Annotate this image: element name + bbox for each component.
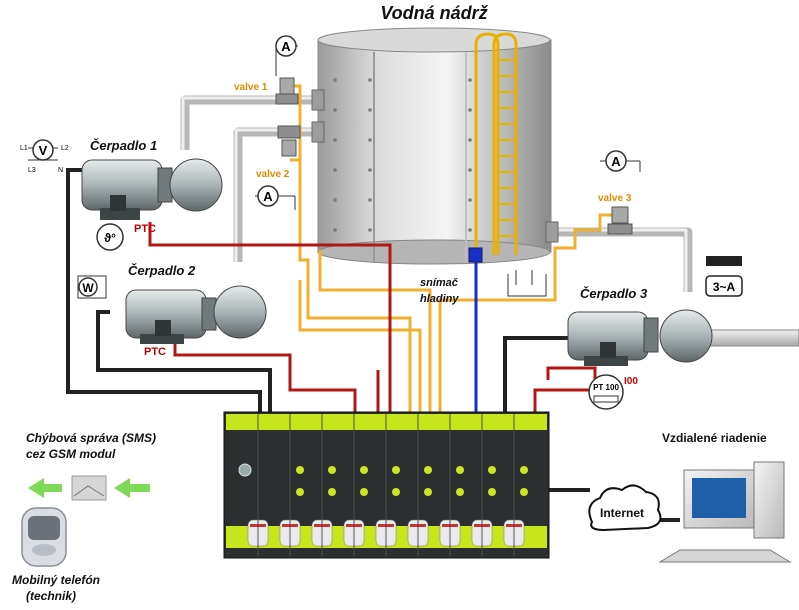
ammeter-symbol: A: [281, 39, 291, 54]
tank-rivets: [333, 78, 472, 232]
sms-arrows: [28, 475, 150, 501]
ammeter-top: A: [275, 35, 298, 76]
outlet-pipe: [709, 329, 799, 347]
pt100-label: PT 100: [593, 383, 619, 392]
pump-3-label: Čerpadlo 3: [580, 286, 648, 301]
ptc-label-2: PTC: [144, 346, 166, 358]
motor-3phase-symbol: 3~A: [705, 256, 743, 297]
control-module-rack: [223, 411, 550, 559]
phone-label-2: (technik): [26, 589, 76, 603]
ptc-label-1: PTC: [134, 223, 156, 235]
wattmeter-symbol: W: [82, 281, 94, 295]
svg-text:N: N: [58, 167, 63, 174]
ammeter-valve2: A: [255, 185, 296, 210]
valve-2-label: valve 2: [256, 169, 290, 180]
voltmeter: V L1 L2 L3 N: [20, 139, 69, 174]
svg-text:L1: L1: [20, 145, 28, 152]
thermal-symbol: ϑ°: [104, 231, 116, 245]
ammeter-symbol-2: A: [263, 189, 273, 204]
ammeter-valve3: A: [600, 150, 641, 172]
pump-2-label: Čerpadlo 2: [128, 263, 196, 278]
tank-flanges: [311, 89, 559, 243]
voltmeter-symbol: V: [39, 143, 48, 158]
motor-3phase-label: 3~A: [713, 280, 736, 294]
mobile-phone: [21, 507, 67, 567]
valve-1-label: valve 1: [234, 82, 268, 93]
remote-pc: [658, 461, 792, 563]
svg-text:L3: L3: [28, 167, 36, 174]
pump-1-label: Čerpadlo 1: [90, 138, 157, 153]
sms-label-2: cez GSM modul: [26, 447, 116, 461]
level-sensor-label-2: hladiny: [420, 293, 459, 305]
thermal-sensor-1: ϑ°: [96, 223, 124, 251]
tank-title: Vodná nádrž: [380, 3, 488, 23]
valve-1: [275, 77, 299, 105]
sms-label-1: Chýbová správa (SMS): [26, 431, 156, 445]
black-power-cables: [66, 168, 680, 522]
wattmeter: W: [77, 275, 107, 299]
level-sensor-label-1: snímač: [420, 277, 459, 289]
ammeter-symbol-3: A: [611, 154, 621, 169]
pump-2: [125, 285, 267, 344]
orange-signal-lines: [290, 84, 620, 418]
tank-ladder: [474, 32, 518, 255]
valve-2: [277, 125, 301, 157]
valve-3-label: valve 3: [598, 193, 632, 204]
internet-label: Internet: [600, 506, 644, 520]
svg-text:L2: L2: [61, 145, 69, 152]
level-sensor: [468, 247, 547, 297]
svg-text:I00: I00: [624, 376, 638, 387]
internet-cloud: [588, 484, 662, 532]
valve-3: [607, 206, 633, 235]
pump-1: [81, 158, 223, 220]
pump-3: [567, 309, 713, 366]
remote-control-label: Vzdialené riadenie: [662, 431, 767, 445]
phone-label-1: Mobilný telefón: [12, 573, 100, 587]
pt100-sensor: PT 100 I00: [588, 374, 638, 410]
